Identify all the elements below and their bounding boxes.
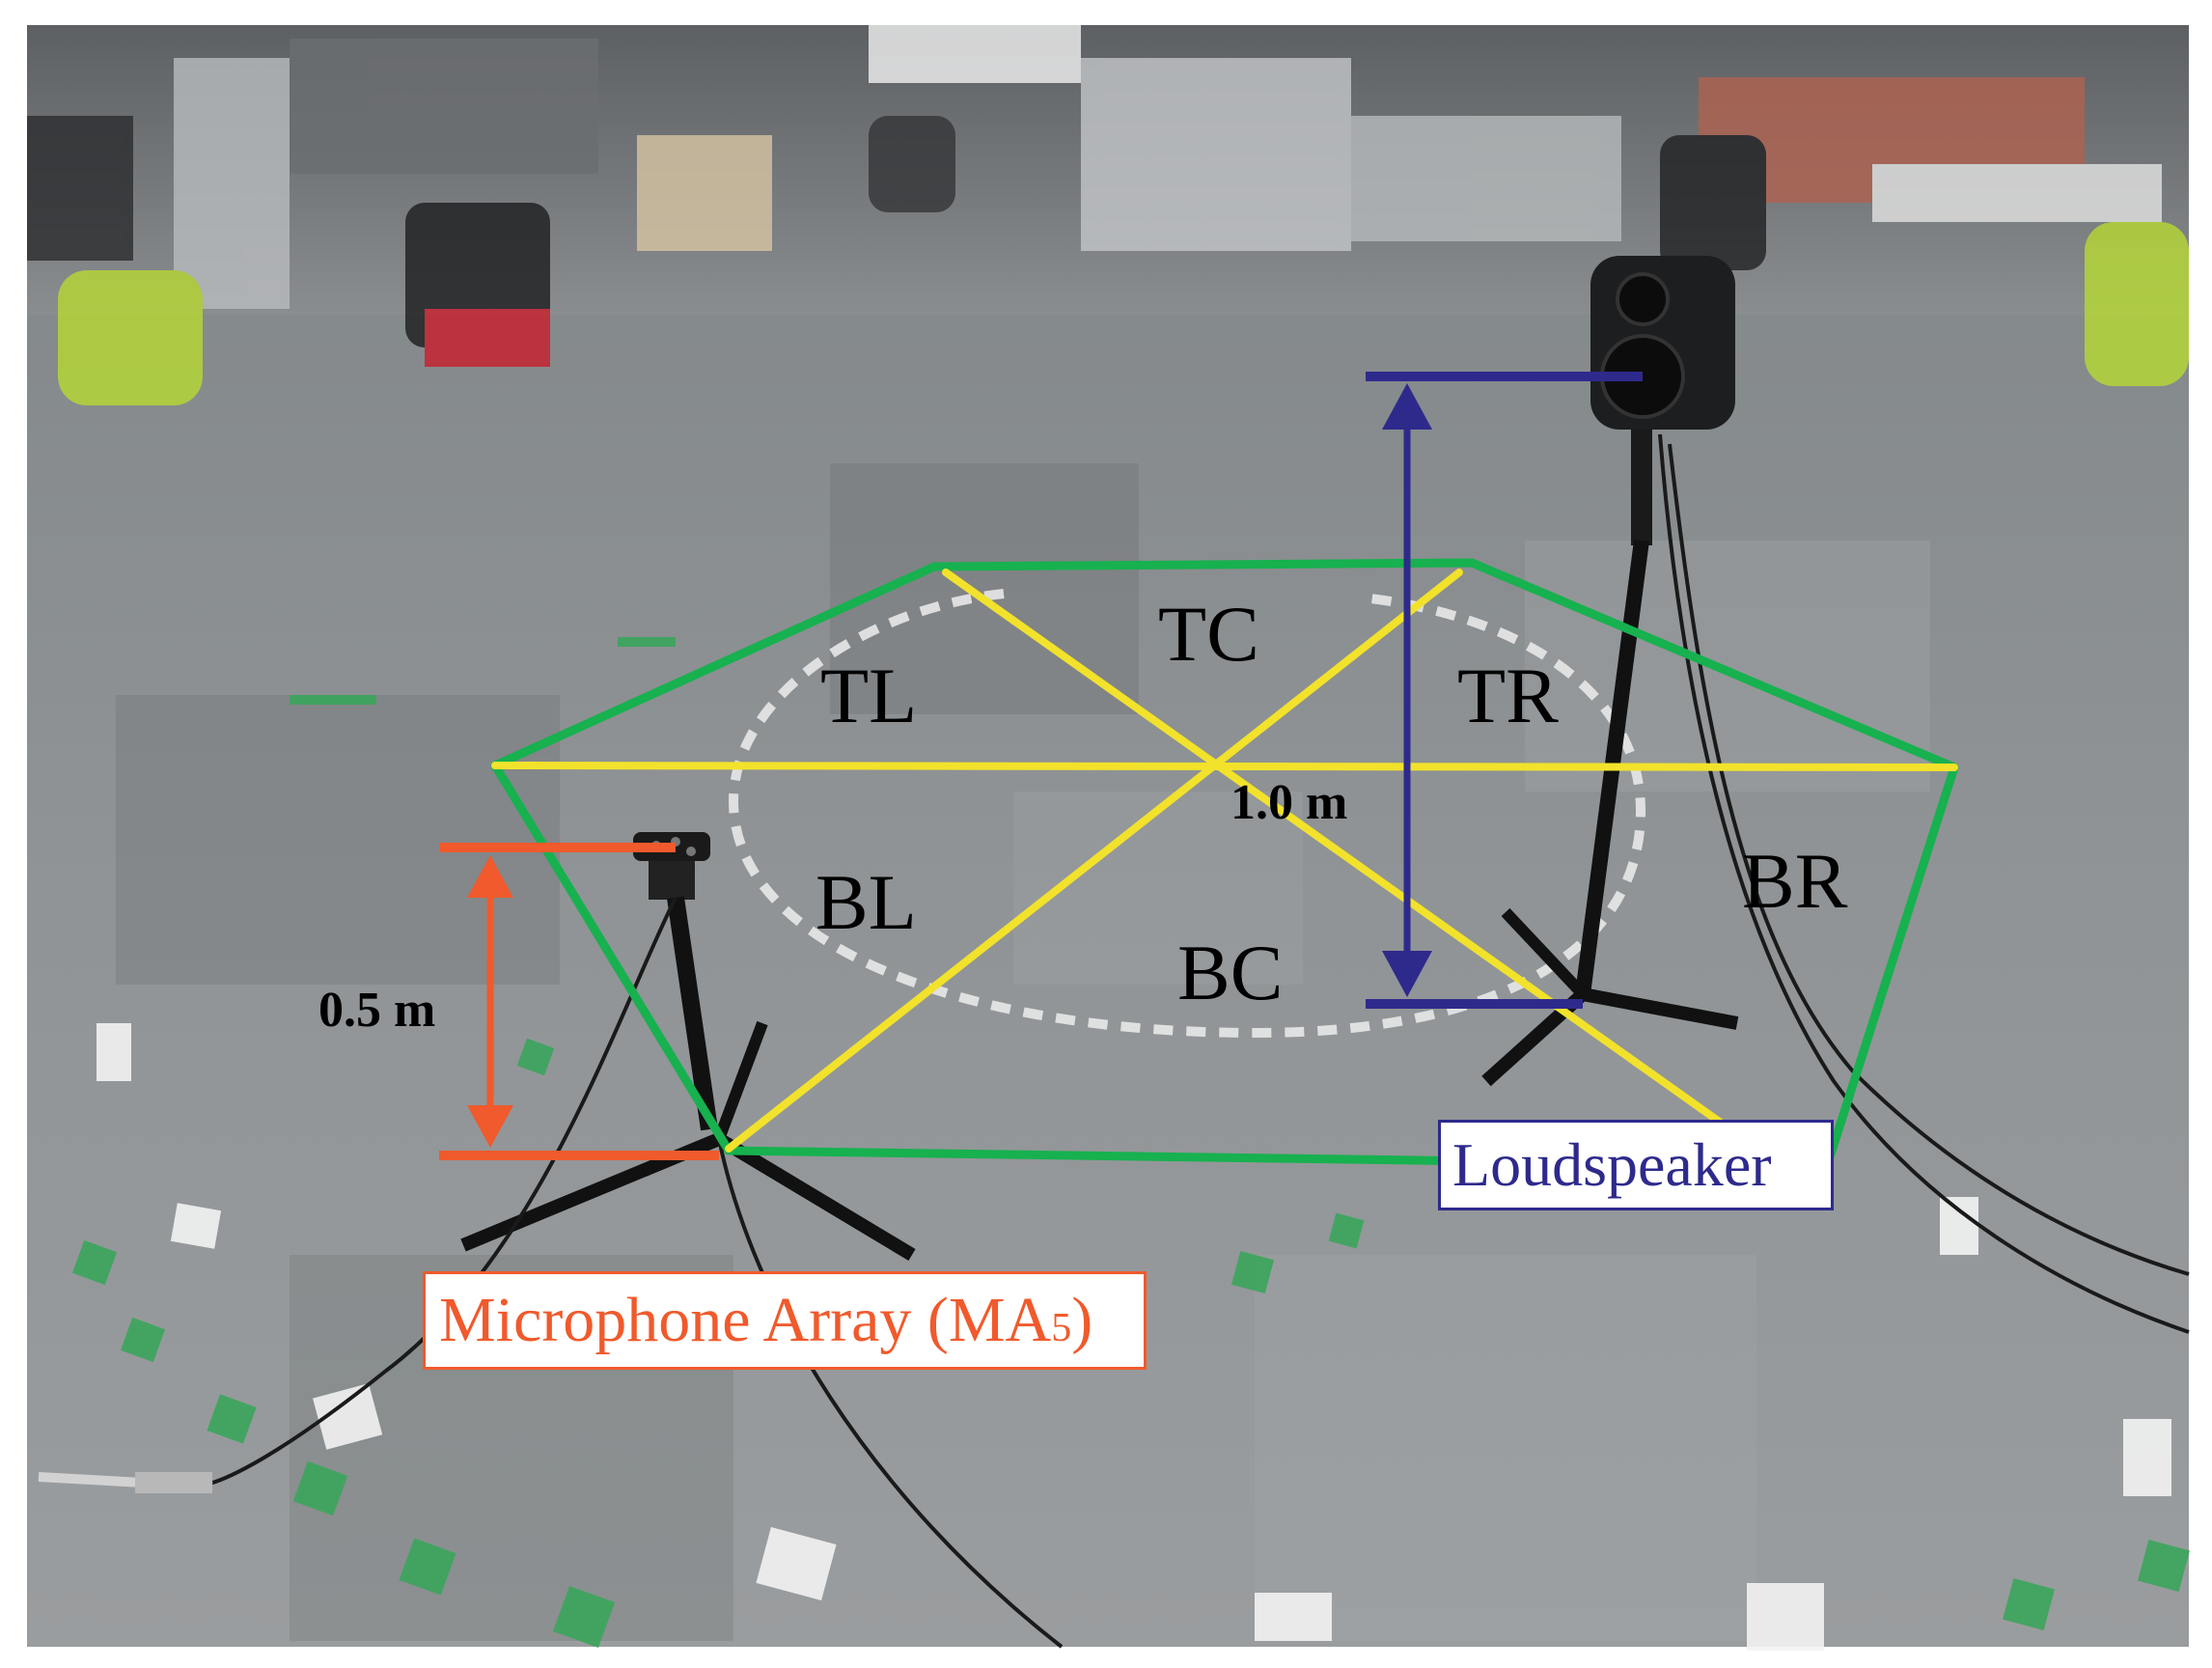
region-label-tl: TL <box>820 652 917 739</box>
region-label-bl: BL <box>816 858 917 946</box>
speaker-height-indicator <box>1366 372 1643 1009</box>
region-label-bc: BC <box>1177 929 1283 1016</box>
region-label-tc: TC <box>1158 590 1259 678</box>
mic-height-indicator <box>439 843 719 1160</box>
microphone-array-label-text: Microphone Array (MA <box>439 1285 1052 1355</box>
mic-height-label: 0.5 m <box>318 983 435 1038</box>
region-label-br: BR <box>1742 837 1848 925</box>
background-furniture <box>27 25 2189 405</box>
microphone-array-label-subscript: 5 <box>1051 1306 1072 1350</box>
loudspeaker-label-text: Loudspeaker <box>1452 1130 1772 1199</box>
photo-background <box>27 25 2190 1651</box>
region-label-tr: TR <box>1457 652 1559 739</box>
microphone-array-label: Microphone Array (MA5) <box>423 1271 1147 1370</box>
speaker-height-label: 1.0 m <box>1230 775 1347 830</box>
area-divisions <box>491 569 1958 1153</box>
microphone-array-label-close: ) <box>1071 1285 1093 1355</box>
loudspeaker-label: Loudspeaker <box>1438 1120 1834 1210</box>
